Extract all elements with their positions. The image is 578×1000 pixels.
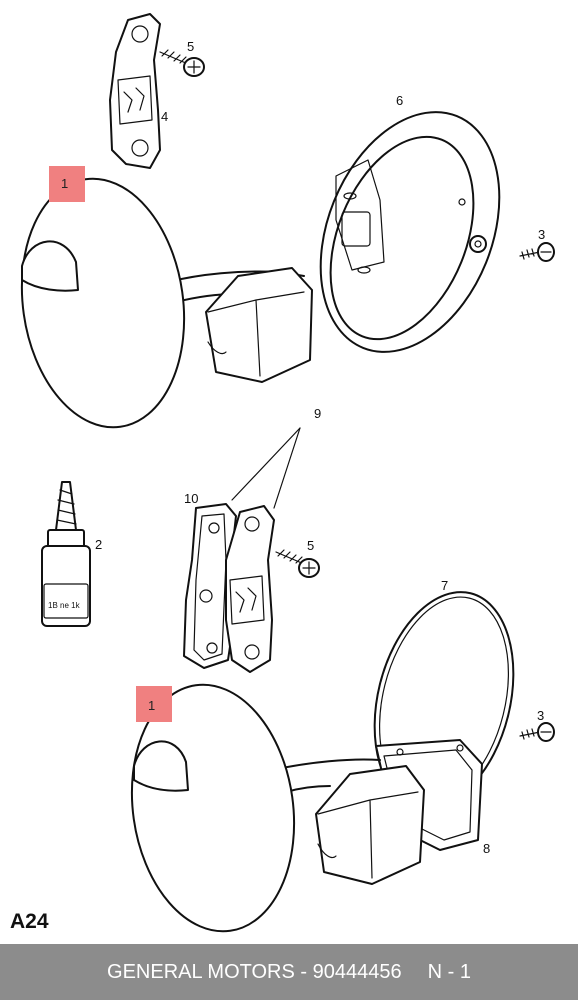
footer-page-text: N - 1 [427, 960, 471, 983]
callout-5-upper: 5 [187, 39, 194, 54]
housing-part-6 [319, 111, 501, 353]
callout-1-lower: 1 [148, 698, 155, 713]
screw-part-3-lower [519, 722, 555, 742]
callout-7: 7 [441, 578, 448, 593]
leader-lines [231, 427, 301, 509]
screw-part-5-upper [159, 49, 205, 77]
highlight-box-part-1-upper [49, 166, 85, 202]
page-code: A24 [10, 910, 49, 933]
callout-3-upper: 3 [538, 227, 545, 242]
bottle-label-text: 1B ne 1k [48, 601, 81, 610]
bottle-part-2: 1B ne 1k [41, 481, 91, 627]
screw-part-5-lower [275, 549, 320, 578]
bracket-part-9-lower [225, 505, 275, 673]
callout-1-upper: 1 [61, 176, 68, 191]
callout-9: 9 [314, 406, 321, 421]
callout-2: 2 [95, 537, 102, 552]
callout-10: 10 [184, 491, 198, 506]
callout-3-lower: 3 [537, 708, 544, 723]
highlight-box-part-1-lower [136, 686, 172, 722]
callout-5-lower: 5 [307, 538, 314, 553]
parts-diagram: 1B ne 1k [20, 13, 555, 933]
callout-4: 4 [161, 109, 168, 124]
screw-part-3-upper [519, 242, 555, 262]
callout-6: 6 [396, 93, 403, 108]
footer-part-text: GENERAL MOTORS - 90444456 [107, 960, 402, 983]
callout-8: 8 [483, 841, 490, 856]
mirror-part-1-lower [130, 683, 425, 933]
mirror-part-1-upper [20, 177, 313, 429]
bracket-part-4-upper [109, 13, 161, 169]
footer-bar: GENERAL MOTORS - 90444456 N - 1 [0, 944, 578, 1000]
gasket-part-10 [183, 503, 237, 669]
